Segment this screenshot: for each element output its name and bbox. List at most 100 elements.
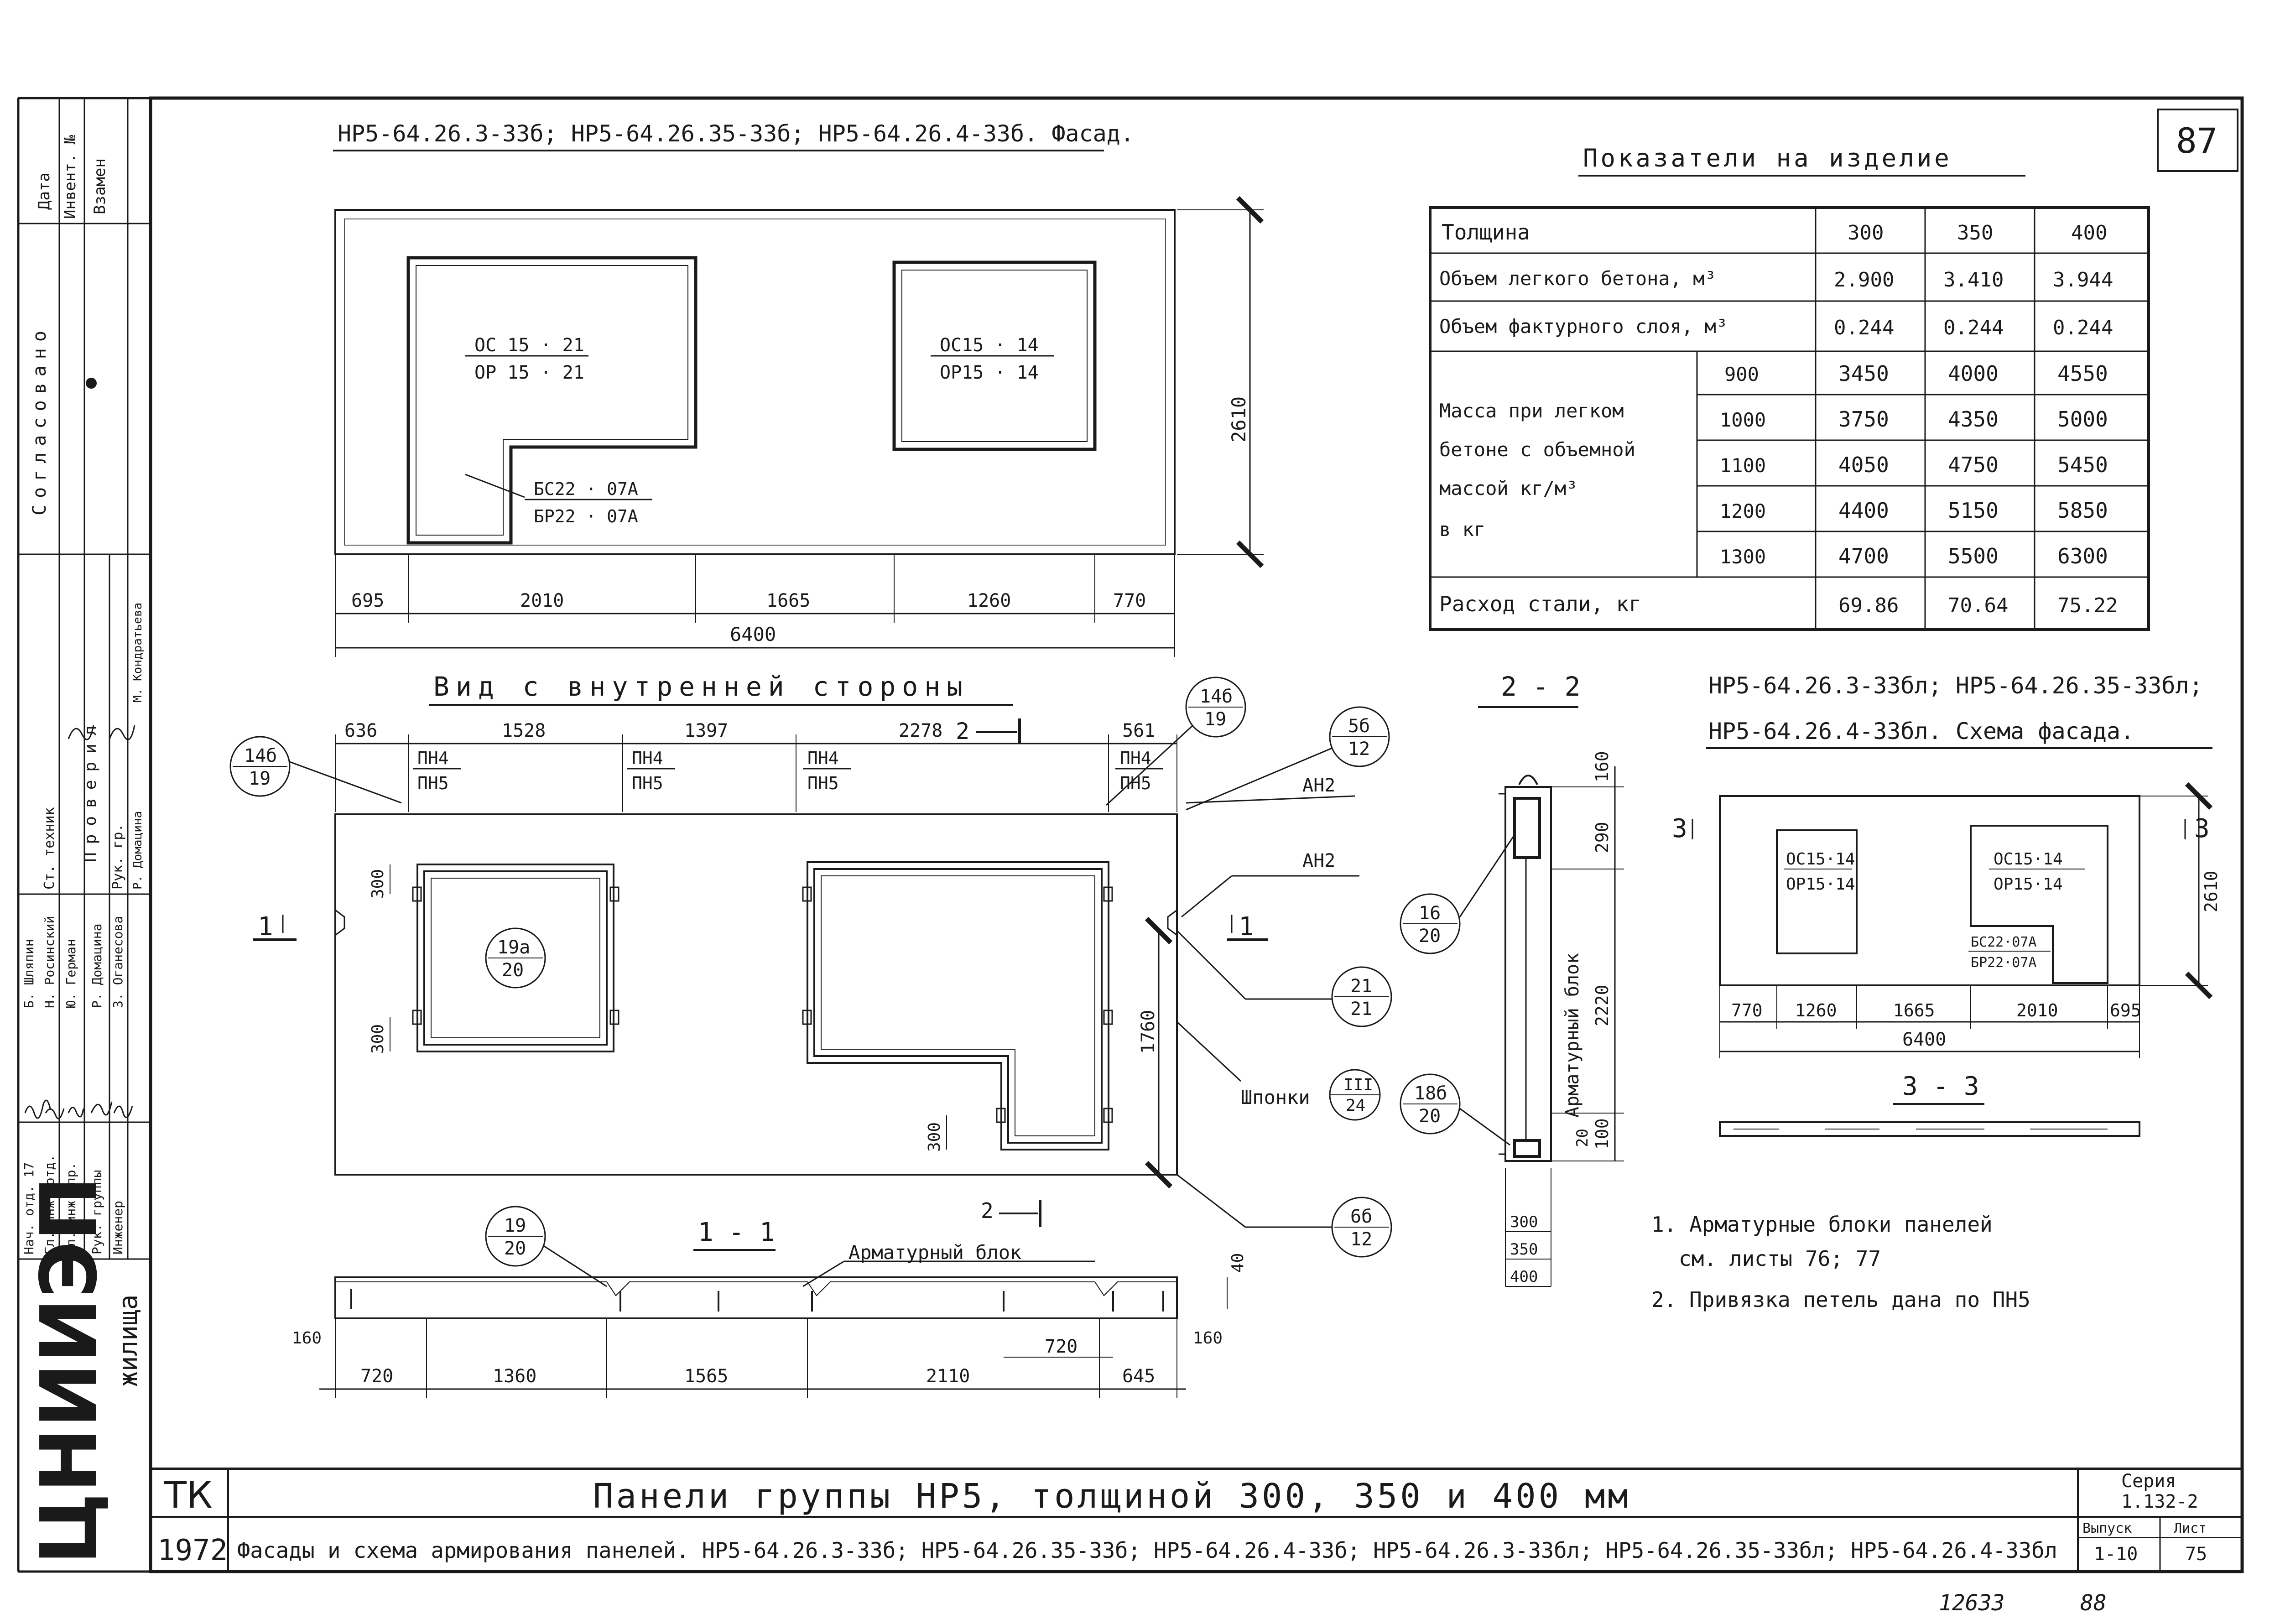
sheet-number: 87	[2157, 109, 2238, 172]
sec22-title: 2 - 2	[1501, 671, 1581, 702]
facade-view: НР5-64.26.3-33б; НР5-64.26.35-33б; НР5-6…	[333, 120, 1264, 657]
scheme-title-2: НР5-64.26.4-33бл. Схема фасада.	[1708, 718, 2134, 744]
scd-4: 695	[2110, 1000, 2141, 1020]
signatures	[24, 725, 135, 1119]
strip-soglasovano: Согласовано	[29, 324, 50, 515]
thk-350: 350	[1510, 1240, 1538, 1259]
fd-4: 770	[1113, 590, 1146, 611]
sec11-title: 1 - 1	[698, 1218, 775, 1247]
c21-bottom: 21	[1350, 999, 1372, 1020]
scheme-mark3-right: 3	[2194, 814, 2210, 843]
strip-name2-1: Р. Домацина	[131, 811, 145, 890]
scd-0: 770	[1731, 1000, 1763, 1020]
sec1-mark-right: 1	[1239, 912, 1254, 942]
note-2: 2. Привязка петель дана по ПН5	[1651, 1287, 2030, 1312]
section-1-1: 1 - 1 2 Арматурный блок 19 20 40 160 160…	[292, 1198, 1247, 1398]
mass-3-0: 4400	[1838, 498, 1889, 523]
facade-height: 2610	[1228, 396, 1250, 442]
row-light-0: 2.900	[1834, 268, 1894, 291]
title-block: ТК 1972 Панели группы НР5, толщиной 300,…	[151, 1468, 2242, 1572]
scheme-height: 2610	[2201, 870, 2221, 912]
tb-title: Панели группы НР5, толщиной 300, 350 и 4…	[593, 1477, 1631, 1516]
c19a-bottom: 20	[502, 960, 524, 981]
s2v-1: 290	[1592, 822, 1612, 853]
org-name: жилища	[114, 1295, 143, 1387]
strip-role-4: Инженер	[110, 1201, 125, 1254]
loop-1-bottom: ПН5	[632, 773, 663, 793]
tb-list: 75	[2185, 1544, 2207, 1565]
steel-2: 75.22	[2057, 594, 2118, 617]
s2v-3: 100	[1592, 1118, 1612, 1150]
row-light-label: Объем легкого бетона, м³	[1439, 267, 1716, 290]
loop-0-bottom: ПН5	[417, 773, 449, 793]
w1-bottom: ОР 15 · 21	[474, 362, 584, 383]
strip-name-0: Б. Шляпин	[21, 939, 36, 1008]
dim-300-a: 300	[369, 869, 387, 899]
row-facing-2: 0.244	[2053, 316, 2113, 339]
mass-label-3: в кг	[1439, 518, 1485, 541]
section-2-2: 2 - 2 Арматурный блок 160 290 2220 100 2…	[1400, 671, 1624, 1287]
inner-height: 1760	[1138, 1010, 1159, 1054]
mass-0-0: 3450	[1838, 361, 1889, 386]
c18b-bottom: 20	[1419, 1106, 1441, 1127]
strip-name-3: Р. Домацина	[89, 924, 104, 1008]
c21-top: 21	[1350, 976, 1372, 997]
thk-300: 300	[1510, 1213, 1538, 1231]
c19a-top: 19а	[497, 937, 530, 958]
mass-d-0: 900	[1724, 363, 1759, 385]
strip-name-2: Ю. Герман	[63, 939, 78, 1008]
mass-rows: 900 3450 4000 4550 1000 3750 4350 5000 1…	[1720, 361, 2108, 568]
mass-4-2: 6300	[2057, 544, 2108, 568]
stamp-dot	[86, 378, 97, 389]
s1d-0: 720	[360, 1366, 393, 1387]
footer-numbers: 12633 88	[1939, 1590, 2107, 1616]
note-1: см. листы 76; 77	[1679, 1246, 1881, 1271]
c14b-left-bottom: 19	[249, 768, 271, 789]
scd-1: 1260	[1795, 1000, 1837, 1020]
strip-name2-0: М. Кондратьева	[131, 603, 145, 703]
sheet-number-text: 87	[2176, 120, 2218, 161]
loop-2-top: ПН4	[807, 748, 839, 768]
dim-300-c: 300	[925, 1122, 944, 1152]
callout-19a: 19а 20	[485, 927, 546, 989]
strip-role-0: Нач. отд. 17	[21, 1162, 36, 1254]
sw-a-bottom: ОР15·14	[1786, 875, 1855, 894]
mass-3-2: 5850	[2057, 498, 2108, 523]
sec11-top-h: 40	[1228, 1253, 1247, 1273]
strip-roles: Нач. отд. 17 Гл. инж. отд. Гл. инж. пр. …	[21, 1155, 125, 1254]
itd-1: 1528	[502, 720, 546, 741]
strip-date: Дата	[35, 172, 53, 210]
mass-2-2: 5450	[2057, 453, 2108, 477]
c6b-bottom: 12	[1350, 1229, 1372, 1250]
c14b-right-bottom: 19	[1204, 709, 1226, 730]
sec11-block: Арматурный блок	[848, 1241, 1021, 1264]
door-bottom: БР22 · 07А	[534, 506, 638, 526]
mass-label-2: массой кг/м³	[1439, 477, 1577, 500]
callout-19-20: 19 20	[485, 1206, 607, 1287]
s2v-2: 2220	[1592, 984, 1612, 1026]
an2-mid: АН2	[1302, 850, 1335, 871]
indicators-title: Показатели на изделие	[1583, 144, 1952, 172]
scd-2: 1665	[1893, 1000, 1935, 1020]
c19-top: 19	[504, 1215, 526, 1236]
itd-2: 1397	[684, 720, 728, 741]
row-light-1: 3.410	[1943, 268, 2004, 291]
sw-b-top: ОС15·14	[1994, 850, 2063, 869]
sec2-mark: 2	[956, 718, 969, 744]
facade-total: 6400	[730, 623, 776, 645]
strip-proveril: Проверил	[81, 718, 100, 862]
sd-bottom: БР22·07А	[1971, 955, 2037, 971]
th-400: 400	[2071, 221, 2107, 245]
itd-4: 561	[1122, 720, 1155, 741]
strip-name-4: З. Оганесова	[110, 916, 125, 1008]
notes: 1. Арматурные блоки панелей см. листы 76…	[1651, 1212, 2030, 1312]
s1d-1: 1360	[493, 1366, 536, 1387]
thk-400: 400	[1510, 1268, 1538, 1286]
mass-label-1: бетоне с объемной	[1439, 438, 1635, 461]
indicators-table: Показатели на изделие Толщина 300 350 40…	[1429, 144, 2150, 631]
tb-vypusk-label: Выпуск	[2082, 1520, 2132, 1536]
callout-III: III 24	[1329, 1069, 1381, 1121]
dim-300-b: 300	[369, 1024, 387, 1054]
callout-14b-right: 14б 19	[1105, 677, 1246, 806]
